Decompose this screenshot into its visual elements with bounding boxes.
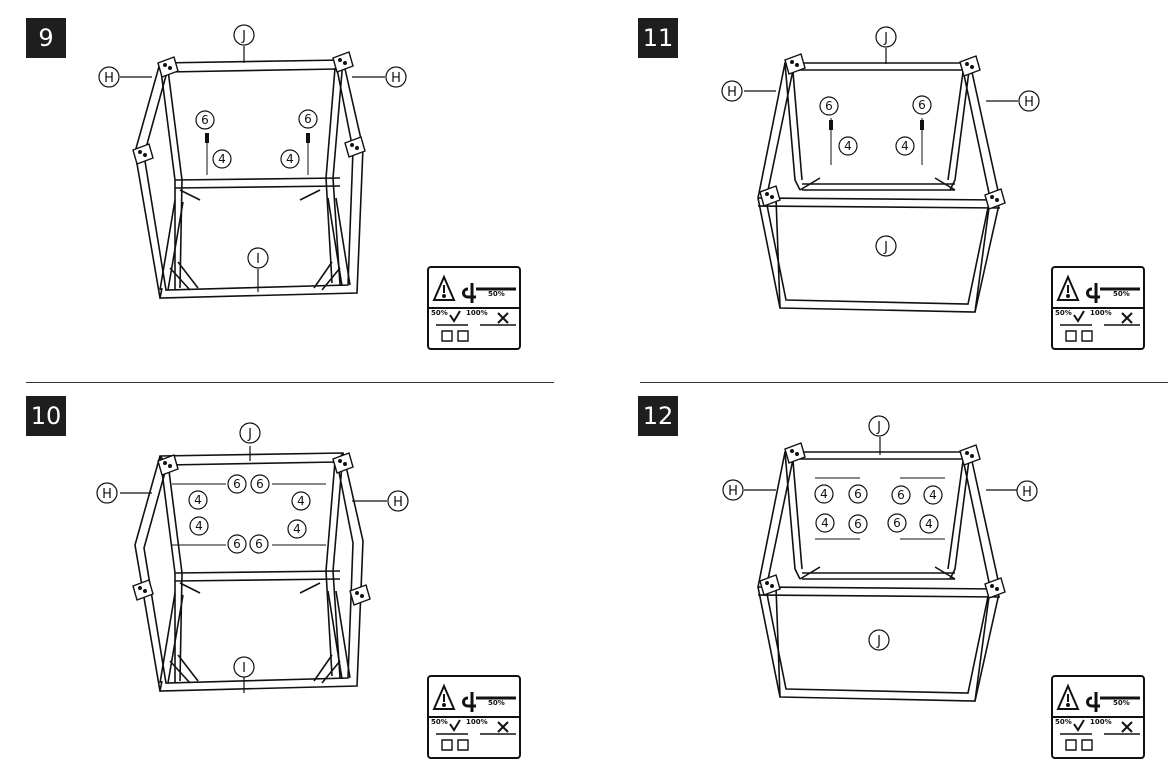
- step-number-10: 10: [26, 396, 66, 436]
- torque-bad: 100%: [1090, 309, 1112, 317]
- bolt-label: 6: [918, 98, 926, 112]
- allen-key-icon: [426, 265, 522, 351]
- washer-label: 4: [293, 522, 301, 536]
- allen-key-icon: [426, 674, 522, 760]
- label-j: J: [247, 427, 252, 442]
- bolt-label: 6: [201, 113, 209, 127]
- washer-label: 4: [901, 139, 909, 153]
- divider-left: [26, 382, 554, 383]
- label-j-panel: J: [876, 634, 881, 649]
- torque-percent: 50%: [488, 290, 505, 298]
- label-j-panel: J: [883, 240, 888, 255]
- step-12-diagram: [744, 437, 1018, 702]
- bolt-label: 6: [255, 537, 263, 551]
- torque-ok: 50%: [1055, 718, 1072, 726]
- bolt-label: 6: [825, 99, 833, 113]
- step-number-9: 9: [26, 18, 66, 58]
- bolt-label: 6: [233, 477, 241, 491]
- label-h: H: [393, 495, 403, 510]
- bolt-label: 6: [893, 516, 901, 530]
- label-j: J: [241, 29, 246, 44]
- washer-label: 4: [297, 494, 305, 508]
- label-i: I: [256, 252, 260, 267]
- label-h: H: [728, 484, 738, 499]
- divider-right: [640, 382, 1168, 383]
- washer-label: 4: [286, 152, 294, 166]
- label-i: I: [242, 661, 246, 676]
- bolt-label: 6: [233, 537, 241, 551]
- torque-percent: 50%: [1113, 699, 1130, 707]
- bolt-label: 6: [256, 477, 264, 491]
- step-10-diagram: [120, 446, 387, 693]
- washer-label: 4: [195, 519, 203, 533]
- label-j: J: [883, 31, 888, 46]
- label-j: J: [876, 420, 881, 435]
- bolt-label: 6: [854, 487, 862, 501]
- step-9-diagram: [120, 46, 385, 299]
- torque-ok: 50%: [431, 718, 448, 726]
- bolt-label: 6: [897, 488, 905, 502]
- label-h: H: [1024, 95, 1034, 110]
- label-h: H: [1022, 485, 1032, 500]
- washer-label: 4: [820, 487, 828, 501]
- torque-bad: 100%: [466, 309, 488, 317]
- label-h: H: [391, 71, 401, 86]
- washer-label: 4: [218, 152, 226, 166]
- step-11-diagram: [744, 48, 1018, 313]
- label-h: H: [102, 487, 112, 502]
- bolt-label: 6: [304, 112, 312, 126]
- allen-key-icon: [1050, 674, 1146, 760]
- torque-ok: 50%: [1055, 309, 1072, 317]
- allen-key-icon: [1050, 265, 1146, 351]
- bolt-label: 6: [854, 517, 862, 531]
- washer-label: 4: [925, 517, 933, 531]
- step-number-11: 11: [638, 18, 678, 58]
- label-h: H: [727, 85, 737, 100]
- torque-percent: 50%: [1113, 290, 1130, 298]
- washer-label: 4: [821, 516, 829, 530]
- washer-label: 4: [929, 488, 937, 502]
- washer-label: 4: [194, 493, 202, 507]
- step-number-12: 12: [638, 396, 678, 436]
- torque-bad: 100%: [1090, 718, 1112, 726]
- torque-bad: 100%: [466, 718, 488, 726]
- washer-label: 4: [844, 139, 852, 153]
- torque-percent: 50%: [488, 699, 505, 707]
- torque-ok: 50%: [431, 309, 448, 317]
- label-h: H: [104, 71, 114, 86]
